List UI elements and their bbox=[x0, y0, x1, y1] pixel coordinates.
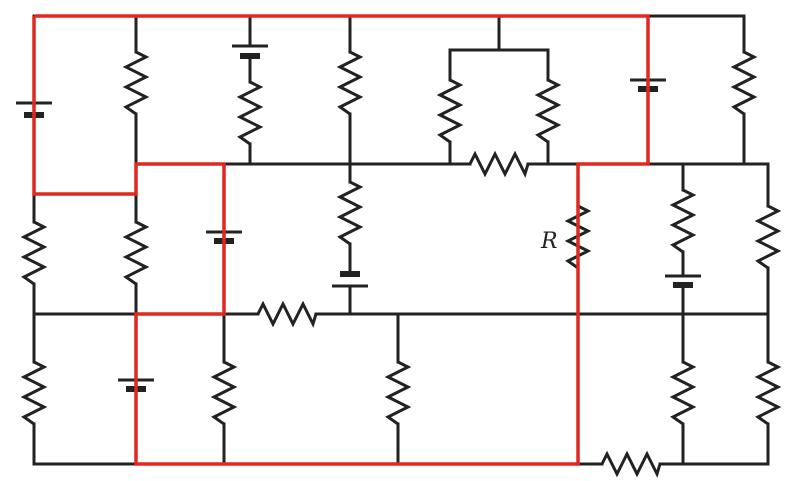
resistor bbox=[600, 450, 662, 479]
battery bbox=[665, 274, 701, 288]
resistor bbox=[730, 50, 758, 116]
resistor bbox=[669, 360, 697, 426]
resistor bbox=[336, 180, 364, 246]
resistor bbox=[236, 80, 264, 146]
resistor bbox=[256, 300, 318, 329]
resistor bbox=[20, 360, 48, 426]
resistor bbox=[669, 188, 697, 254]
resistors bbox=[20, 50, 782, 479]
resistor-label: R bbox=[540, 229, 558, 254]
resistor bbox=[210, 360, 238, 426]
resistor bbox=[534, 78, 562, 144]
battery bbox=[332, 271, 368, 288]
wires bbox=[32, 14, 770, 466]
resistor bbox=[468, 150, 530, 179]
resistor bbox=[20, 220, 48, 286]
resistor bbox=[122, 50, 150, 116]
battery bbox=[232, 44, 268, 59]
resistor bbox=[754, 204, 782, 270]
resistor bbox=[122, 220, 150, 286]
resistor bbox=[436, 78, 464, 144]
resistor bbox=[754, 360, 782, 426]
resistor bbox=[336, 50, 364, 116]
highlighted-loop bbox=[32, 14, 650, 466]
resistor bbox=[384, 360, 412, 426]
